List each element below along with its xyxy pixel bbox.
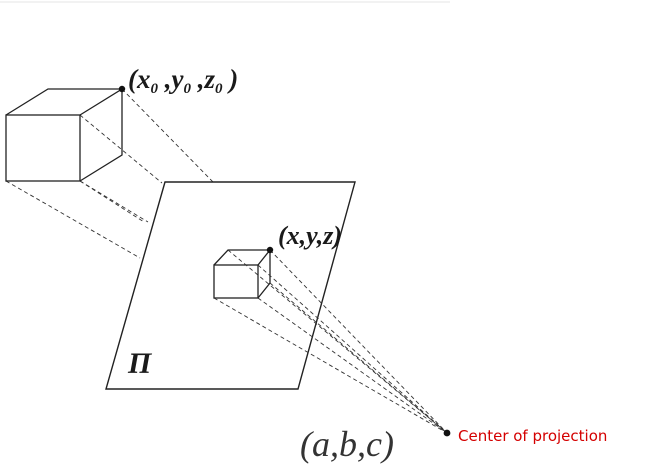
image-projectors bbox=[213, 249, 448, 434]
object-projectors-front bbox=[79, 180, 145, 223]
image-point-label: (x,y,z) bbox=[278, 221, 342, 250]
plane-label: Π bbox=[127, 347, 153, 380]
center-coords-label: (a,b,c) bbox=[300, 424, 394, 464]
center-of-projection-dot bbox=[443, 429, 451, 437]
object-cube bbox=[5, 88, 125, 182]
object-projectors-behind bbox=[5, 88, 215, 259]
object-point-dot bbox=[118, 85, 126, 93]
object-point-label: (x0 ,y0 ,z0 ) bbox=[128, 64, 238, 97]
projection-plane bbox=[105, 181, 356, 390]
center-of-projection-caption: Center of projection bbox=[458, 427, 607, 445]
image-point-dot bbox=[266, 246, 274, 254]
